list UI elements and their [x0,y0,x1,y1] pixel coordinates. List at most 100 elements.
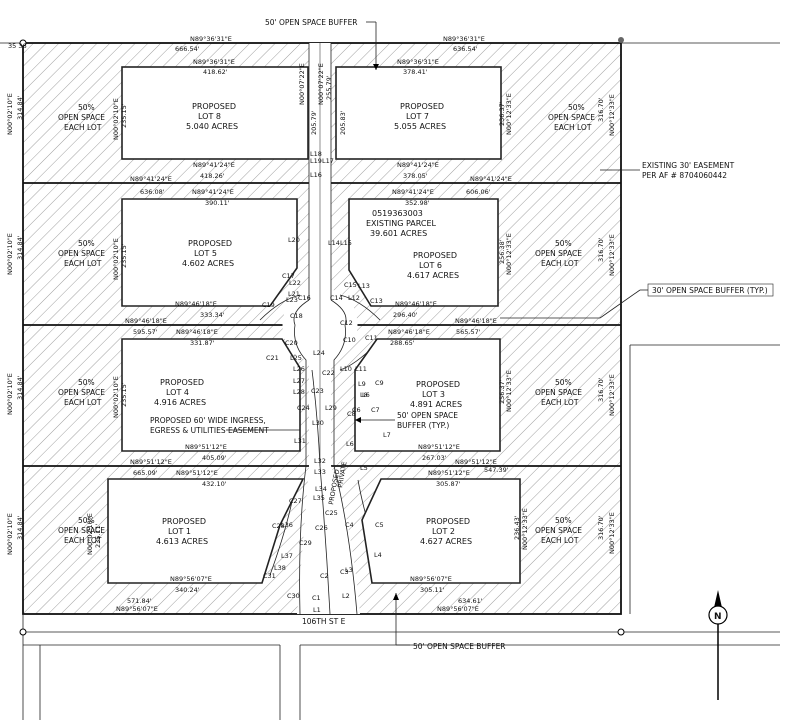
seg-label-c28: C28 [272,522,285,530]
open-space-label-2-2: EACH LOT [64,259,102,268]
seg-label-c25: C25 [325,509,338,517]
seg-label-c18: C18 [290,312,303,320]
lot-1-number: LOT 7 [406,112,429,121]
north-arrow-label: N [714,612,722,622]
open-space-label-1-2: EACH LOT [554,123,592,132]
callout-easement-2: PER AF # 8704060442 [642,171,727,180]
lot-3-title: PROPOSED [413,251,457,260]
side-label-33: N00°07'22"E [317,63,325,105]
seg-label-l32: L32 [314,457,326,465]
dist-lot8-top: 418.62' [203,68,228,76]
seg-label-c27: C27 [289,497,302,505]
seg-label-c6: C6 [352,406,361,414]
lot-2-number: LOT 5 [194,249,217,258]
bearing-lot3-bot: N89°51'12"E [418,443,460,451]
side-label-8: N00°02'10"E [112,98,120,140]
seg-label-c13: C13 [370,297,383,305]
seg-label-l20: L20 [288,236,300,244]
seg-label-l10: L10 [340,365,352,373]
seg-label-c31: C31 [263,572,276,580]
open-space-label-1-0: 50% [568,103,585,112]
bearing-r2-e: N89°41'24"E [470,175,512,183]
seg-label-c10: C10 [343,336,356,344]
bearing-r4-w: N89°51'12"E [130,458,172,466]
seg-label-l14: L14 [328,239,340,247]
side-label-4: N00°02'10"E [6,373,14,415]
seg-label-c30: C30 [287,592,300,600]
bearing-r3-e: N89°46'18"E [455,317,497,325]
bearing-top-w: N89°36'31"E [190,35,232,43]
dist-lot1-bot: 340.24' [175,586,200,594]
parcel-acres: 39.601 ACRES [370,229,427,238]
bearing-r2-w: N89°41'24"E [130,175,172,183]
dist-lot7-top: 378.41' [403,68,428,76]
dist-top-w: 666.54' [175,45,200,53]
lot-6-acres: 4.613 ACRES [156,537,208,546]
seg-label-l13: L13 [358,282,370,290]
bearing-lot2-top: N89°51'12"E [428,469,470,477]
dist-lot6-bot: 296.40' [393,311,418,319]
section-corner-label: 35 36 [8,42,27,50]
lot-7-title: PROPOSED [426,517,470,526]
seg-label-c11: C11 [365,334,378,342]
lot-7-acres: 4.627 ACRES [420,537,472,546]
seg-label-l11: L11 [355,365,367,373]
side-label-11: 235.15' [120,243,128,268]
open-space-label-6-1: OPEN SPACE [58,526,105,535]
road-arc-2 [339,294,381,321]
seg-label-l2: L2 [342,592,350,600]
side-label-17: 236.37' [498,101,506,126]
side-label-5: 314.84' [16,375,24,400]
seg-label-c29: C29 [299,539,312,547]
road-curve-w [293,299,310,615]
open-space-label-3-0: 50% [555,239,572,248]
dist-lot5-top: 390.11' [205,199,230,207]
bearing-lot6-bot: N89°46'18"E [395,300,437,308]
dist-r2-e: 606.06' [466,188,491,196]
seg-label-l15: L15 [340,239,352,247]
seg-label-c24: C24 [297,404,310,412]
open-space-label-6-0: 50% [78,516,95,525]
bearing-lot5-bot: N89°46'18"E [175,300,217,308]
lot-5-title: PROPOSED [416,380,460,389]
dist-r4-w: 665.09' [133,469,158,477]
seg-label-l31: L31 [294,437,306,445]
seg-label-l12: L12 [348,294,360,302]
lot-0-title: PROPOSED [192,102,236,111]
side-label-16: N00°12'33"E [505,93,513,135]
side-label-2: N00°02'10"E [6,233,14,275]
lot-6-boundary [348,198,499,307]
side-label-31: 316.70' [597,515,605,540]
seg-label-c17: C17 [282,272,295,280]
lot-1-title: PROPOSED [400,102,444,111]
dist-r2-w: 636.08' [140,188,165,196]
dist-r3-e: 565.57' [456,328,481,336]
road-arc-1 [259,294,301,321]
lot-2-title: PROPOSED [188,239,232,248]
seg-label-l18: L18 [310,150,322,158]
side-label-7: 314.84' [16,515,24,540]
side-label-12: N00°02'10"E [112,376,120,418]
bearing-lot4-top: N89°46'18"E [176,328,218,336]
open-space-label-3-2: EACH LOT [541,259,579,268]
seg-label-l35: L35 [313,494,325,502]
open-space-label-4-2: EACH LOT [64,398,102,407]
bearing-lot4-bot: N89°51'12"E [185,443,227,451]
lot-3-acres: 4.617 ACRES [407,271,459,280]
lot-0-number: LOT 8 [198,112,221,121]
side-label-9: 235.15' [120,103,128,128]
seg-label-l33: L33 [314,468,326,476]
side-label-29: 316.70' [597,377,605,402]
side-label-35: 205.79' [310,110,318,135]
lot-6-title: PROPOSED [162,517,206,526]
side-label-27: 316.70' [597,237,605,262]
seg-label-l16: L16 [310,171,322,179]
seg-label-c2: C2 [320,572,329,580]
open-space-label-7-1: OPEN SPACE [535,526,582,535]
lot-3-boundary [354,338,501,452]
seg-label-l5: L5 [360,464,368,472]
side-label-10: N00°02'10"E [112,238,120,280]
side-label-23: 236.43' [513,515,521,540]
